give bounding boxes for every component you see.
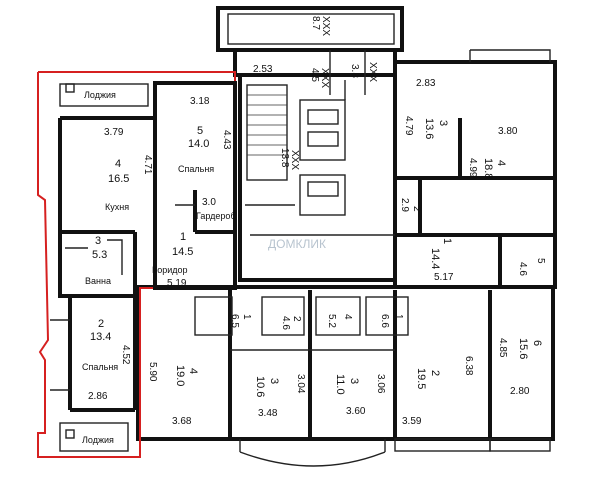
room-num-1: 1 — [180, 231, 186, 243]
label-b3a: 3 — [268, 378, 280, 384]
kitchen-label: Кухня — [105, 202, 129, 212]
label-4-99: 4.99 — [467, 158, 478, 178]
label-4-79: 4.79 — [403, 116, 414, 136]
apartment-walls — [50, 81, 237, 452]
label-2-53: 2.53 — [253, 64, 273, 75]
label-room-3a: 3 — [437, 120, 449, 126]
label-xxx-s5: XXX — [367, 62, 378, 82]
room-area-13-4: 13.4 — [90, 331, 111, 343]
room-num-5: 5 — [197, 125, 203, 137]
wardrobe-label: Гардероб — [196, 211, 236, 221]
label-3-06: 3.06 — [375, 374, 386, 394]
label-room-1a: 1 — [441, 238, 453, 244]
label-2-83: 2.83 — [416, 78, 436, 89]
room-dim-5-19: 5.19 — [167, 278, 187, 289]
room-num-2: 2 — [98, 318, 104, 330]
loggia-bottom-label: Лоджия — [82, 435, 114, 445]
label-2-9: 2.9 — [399, 198, 410, 212]
label-13-8: 13.8 — [279, 148, 290, 168]
label-14-4: 14.4 — [429, 248, 441, 269]
label-6-38: 6.38 — [463, 356, 474, 376]
label-xxx-top: XXX — [320, 16, 331, 36]
label-room-4a: 4 — [495, 160, 507, 166]
room-dim-4-71: 4.71 — [142, 155, 153, 175]
room-dim-4-43: 4.43 — [221, 130, 232, 150]
label-3-59: 3.59 — [402, 416, 422, 427]
label-b2a: 2 — [291, 316, 302, 322]
label-2-80: 2.80 — [510, 386, 530, 397]
loggia-top-label: Лоджия — [84, 90, 116, 100]
label-3-68: 3.68 — [172, 416, 192, 427]
label-4-5: 4.5 — [309, 68, 320, 82]
label-3-60: 3.60 — [346, 406, 366, 417]
label-6-5: 6.5 — [229, 314, 240, 328]
label-b1b: 1 — [393, 314, 404, 320]
label-3-04: 3.04 — [295, 374, 306, 394]
label-5-90: 5.90 — [147, 362, 158, 382]
label-b46: 4.6 — [280, 316, 291, 330]
building-walls — [136, 6, 557, 467]
room-num-4: 4 — [115, 158, 121, 170]
bedroom-2-label: Спальня — [82, 362, 118, 372]
stair-core — [245, 50, 395, 236]
label-room-5a: 5 — [535, 258, 546, 264]
label-15-6: 15.6 — [517, 338, 529, 359]
label-xxx-stair: XXX — [289, 150, 300, 170]
label-b2b: 2 — [429, 370, 441, 376]
label-4-6: 4.6 — [517, 262, 528, 276]
room-area-5-3: 5.3 — [92, 249, 107, 261]
room-dim-3-79: 3.79 — [104, 127, 124, 138]
room-area-16-5: 16.5 — [108, 173, 129, 185]
bath-label: Ванна — [85, 276, 111, 286]
room-area-14-5: 14.5 — [172, 246, 193, 258]
label-3-8: 3.8 — [349, 64, 360, 78]
label-xxx-s3: XXX — [319, 68, 330, 88]
label-5-2: 5.2 — [326, 314, 337, 328]
room-dim-4-52: 4.52 — [120, 345, 131, 365]
room-num-3: 3 — [95, 235, 101, 247]
room-dim-2-86: 2.86 — [88, 391, 108, 402]
corridor-label: Коридор — [152, 265, 188, 275]
apartment-labels: Лоджия 3.79 3.18 5 14.0 4.43 4 16.5 4.71… — [82, 90, 236, 445]
label-4-85: 4.85 — [497, 338, 508, 358]
label-8-7: 8.7 — [310, 16, 321, 30]
label-b6a: 6 — [531, 340, 543, 346]
room-dim-3-18: 3.18 — [190, 96, 210, 107]
label-13-6: 13.6 — [423, 118, 435, 139]
label-18-8: 18.8 — [482, 158, 494, 179]
bedroom-1-label: Спальня — [178, 164, 214, 174]
room-dim-3-0: 3.0 — [202, 197, 216, 208]
label-10-6: 10.6 — [254, 376, 266, 397]
label-room-2a: 2 — [411, 206, 422, 212]
watermark: ДОМКЛИК — [268, 237, 326, 251]
label-5-17: 5.17 — [434, 272, 454, 283]
label-6-6: 6.6 — [379, 314, 390, 328]
label-b3b: 3 — [348, 378, 360, 384]
building-labels: 8.7 XXX 2.53 4.5 XXX 3.8 XXX 13.8 XXX 2.… — [147, 16, 546, 427]
room-area-14-0: 14.0 — [188, 138, 209, 150]
label-11-0: 11.0 — [334, 374, 346, 395]
label-19-0: 19.0 — [174, 365, 186, 386]
label-b4a: 4 — [342, 314, 353, 320]
label-19-5: 19.5 — [415, 368, 427, 389]
label-b4b: 4 — [187, 368, 199, 374]
label-3-48: 3.48 — [258, 408, 278, 419]
label-3-80: 3.80 — [498, 126, 518, 137]
label-b1a: 1 — [241, 314, 252, 320]
